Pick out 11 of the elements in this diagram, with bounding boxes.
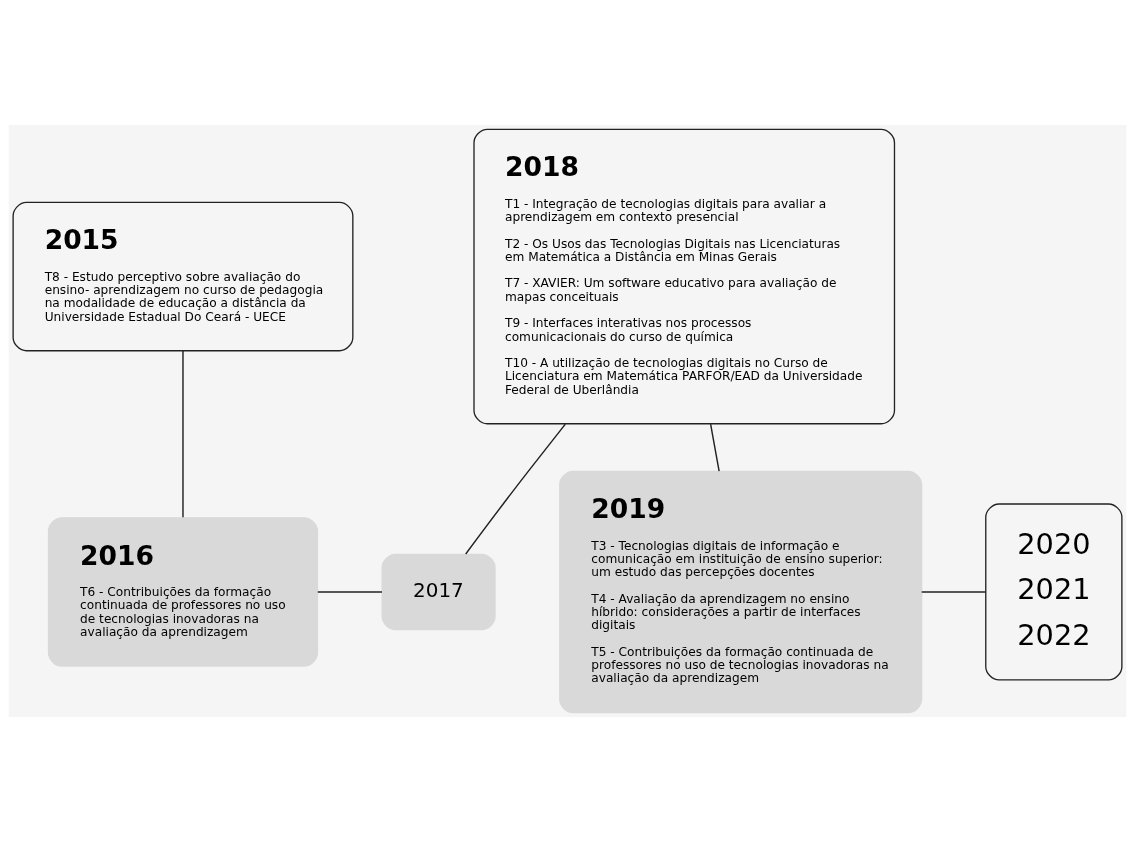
node-box: 2016 T6 - Contribuições da formação continuada de professores no uso de tecnologias inovadoras na avaliação da aprendizagem xyxy=(47,516,319,667)
connector xyxy=(317,590,383,593)
connector xyxy=(921,590,987,593)
node-box: 2017 xyxy=(381,553,496,630)
connector xyxy=(709,422,720,472)
connector xyxy=(182,349,184,518)
node-box: 2020 2021 2022 xyxy=(985,502,1123,681)
node-box: 2015 T8 - Estudo perceptivo sobre avaliação do ensino- aprendizagem no curso de pedagogia na modalidade de educação a distância da Universidade Estadual Do Ceará - UECE xyxy=(12,201,354,351)
node-box: 2018 T1 - Integração de tecnologias digitais para avaliar a aprendizagem em contexto presencial T2 - Os Usos das Tecnologias Digitais nas Licenciaturas em Matemática a Distância em Minas Gerais T7 - XAVIER: Um software educativo para avaliação de mapas conceituais T9 - Interfaces interativas nos processos comunicacionais do curso de química T10 - A utilização de tecnologias digitais no Curso de Licenciatura em Matemática PARFOR/EAD da Universidade Federal de Uberlândia xyxy=(473,128,896,424)
connector xyxy=(465,423,566,555)
node-box: 2019 T3 - Tecnologias digitais de informação e comunicação em instituição de ensino superior: um estudo das percepções docentes T4 - Avaliação da aprendizagem no ensino híbrido: considerações a partir de interfaces digitais T5 - Contribuições da formação continuada de professores no uso de tecnologias inovadoras na avaliação da aprendizagem xyxy=(559,470,923,713)
